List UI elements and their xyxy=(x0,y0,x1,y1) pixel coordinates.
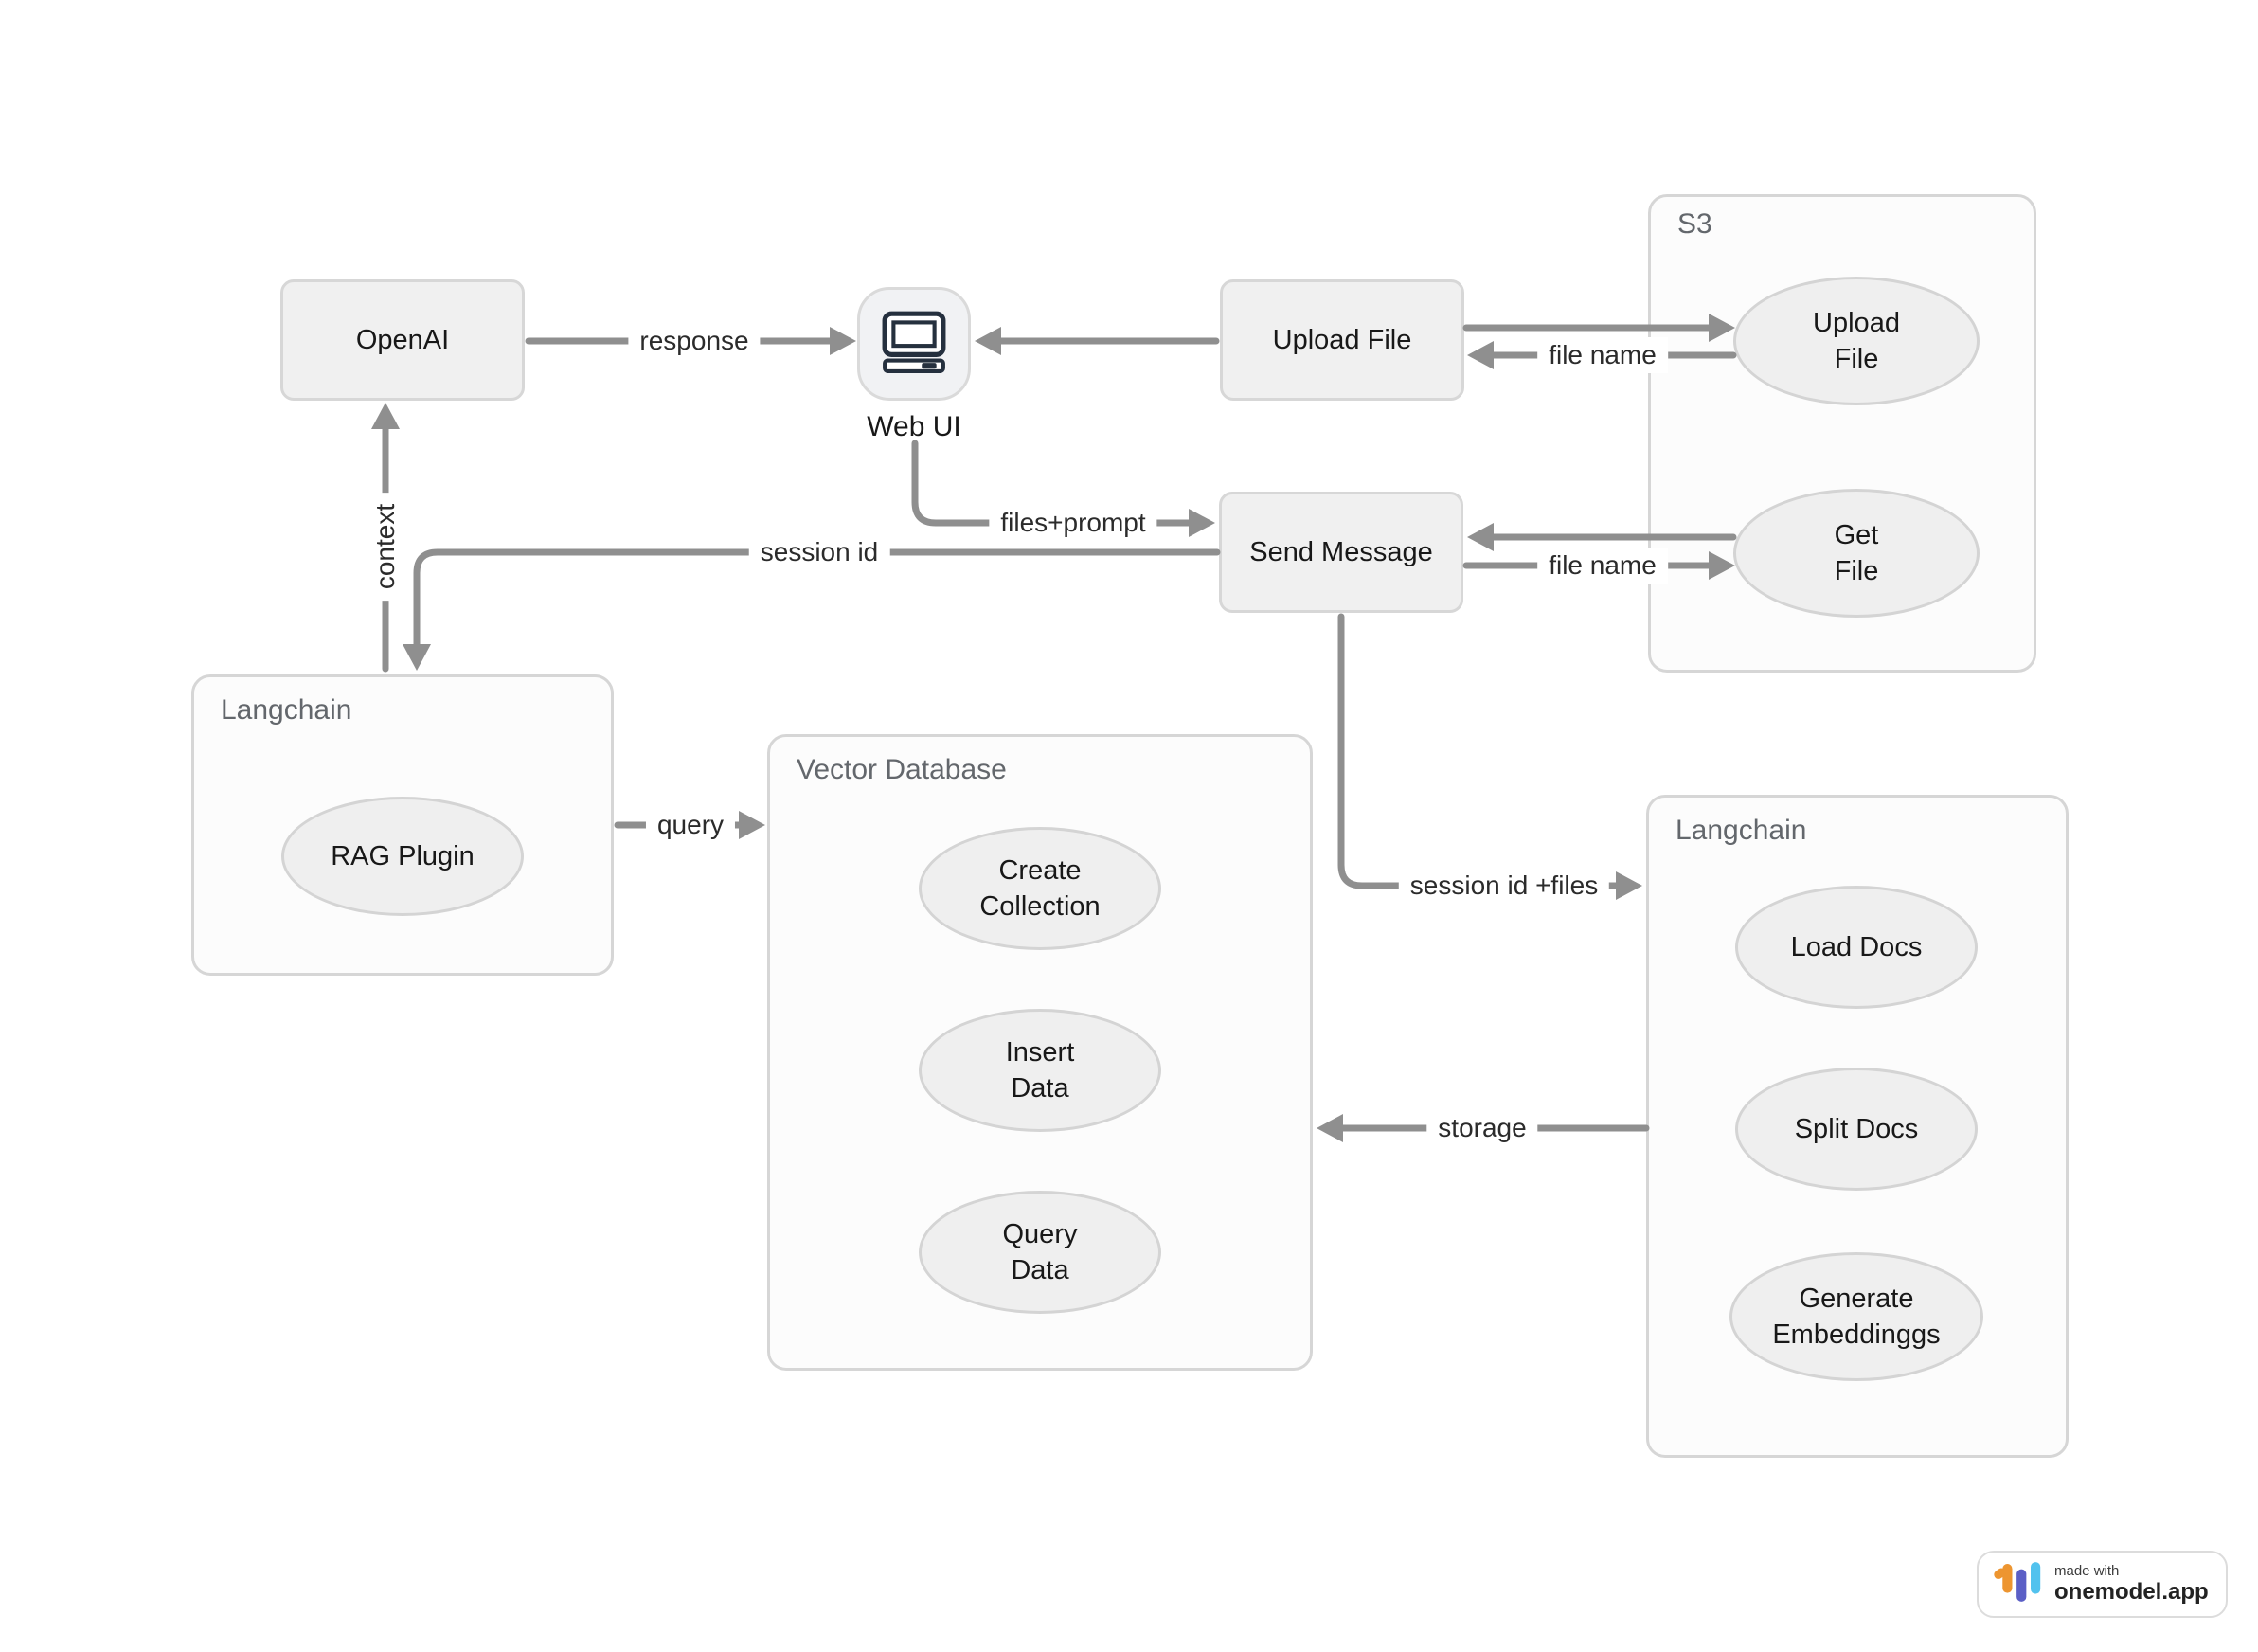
edge-storage-arrowhead xyxy=(1317,1114,1343,1142)
node-s3-get-file[interactable]: Get File xyxy=(1733,489,1980,618)
edge-query-arrowhead xyxy=(739,811,765,839)
edge-label-storage: storage xyxy=(1426,1110,1538,1146)
node-send-message-label: Send Message xyxy=(1249,536,1433,567)
badge-brand-text: onemodel.app xyxy=(2054,1579,2209,1606)
node-create-collection-line1: Create xyxy=(998,855,1082,886)
edge-getfile-sendmessage-arrowhead xyxy=(1467,523,1494,551)
onemodel-logo-icon xyxy=(1994,1561,2043,1608)
node-rag-plugin[interactable]: RAG Plugin xyxy=(281,797,524,916)
edge-label-file-name-get: file name xyxy=(1537,548,1668,584)
edge-response-arrowhead xyxy=(830,327,856,355)
node-create-collection[interactable]: Create Collection xyxy=(919,827,1161,950)
node-openai-label: OpenAI xyxy=(355,324,450,355)
container-langchain-left-label: Langchain xyxy=(221,694,352,726)
edge-label-session-id-files: session id +files xyxy=(1398,868,1610,904)
node-upload-file-label: Upload File xyxy=(1272,324,1412,355)
node-split-docs-line1: Split Docs xyxy=(1794,1114,1919,1144)
node-generate-embeddings-line1: Generate xyxy=(1799,1284,1914,1314)
node-split-docs[interactable]: Split Docs xyxy=(1735,1068,1978,1191)
node-openai[interactable]: OpenAI xyxy=(280,279,525,401)
node-s3-upload-file-line2: File xyxy=(1834,344,1879,374)
edge-files-prompt-arrowhead xyxy=(1189,509,1215,537)
node-s3-upload-file-line1: Upload xyxy=(1813,308,1900,338)
container-langchain-right-label: Langchain xyxy=(1676,815,1807,846)
onemodel-badge[interactable]: made with onemodel.app xyxy=(1977,1551,2228,1618)
node-generate-embeddings-line2: Embeddinggs xyxy=(1772,1320,1941,1350)
node-insert-data-line1: Insert xyxy=(1005,1037,1075,1068)
node-load-docs-line1: Load Docs xyxy=(1790,932,1923,962)
edge-label-session-id: session id xyxy=(748,534,890,570)
computer-icon xyxy=(881,311,947,378)
edge-label-files-prompt: files+prompt xyxy=(989,505,1157,541)
node-upload-file[interactable]: Upload File xyxy=(1220,279,1464,401)
edge-label-response: response xyxy=(628,323,761,359)
node-send-message[interactable]: Send Message xyxy=(1219,492,1463,613)
node-s3-get-file-line1: Get xyxy=(1834,520,1879,550)
badge-made-with-text: made with xyxy=(2054,1563,2120,1580)
node-rag-plugin-line1: RAG Plugin xyxy=(331,841,475,871)
edge-session-id-files-arrowhead xyxy=(1616,871,1642,900)
edge-label-query: query xyxy=(645,807,736,843)
node-web-ui[interactable] xyxy=(857,287,971,401)
node-web-ui-label: Web UI xyxy=(867,411,961,442)
node-query-data-line1: Query xyxy=(1002,1219,1078,1249)
edge-session-id-arrowhead xyxy=(403,644,431,671)
edge-s3-uploadfile-arrowhead xyxy=(1467,341,1494,369)
node-insert-data[interactable]: Insert Data xyxy=(919,1009,1161,1132)
node-load-docs[interactable]: Load Docs xyxy=(1735,886,1978,1009)
node-insert-data-line2: Data xyxy=(1011,1073,1069,1104)
node-generate-embeddings[interactable]: Generate Embeddinggs xyxy=(1729,1252,1983,1381)
node-s3-upload-file[interactable]: Upload File xyxy=(1733,277,1980,405)
container-s3-label: S3 xyxy=(1677,208,1712,240)
node-query-data-line2: Data xyxy=(1011,1255,1069,1285)
edge-label-file-name-upload: file name xyxy=(1537,337,1668,373)
edge-label-context: context xyxy=(367,492,403,602)
edge-uploadfile-webui-arrowhead xyxy=(975,327,1001,355)
node-query-data[interactable]: Query Data xyxy=(919,1191,1161,1314)
container-vector-database-label: Vector Database xyxy=(797,754,1007,785)
edge-session-id-files-line xyxy=(1337,613,1622,889)
node-create-collection-line2: Collection xyxy=(979,891,1101,922)
node-s3-get-file-line2: File xyxy=(1834,556,1879,586)
edge-context-arrowhead xyxy=(371,403,400,429)
